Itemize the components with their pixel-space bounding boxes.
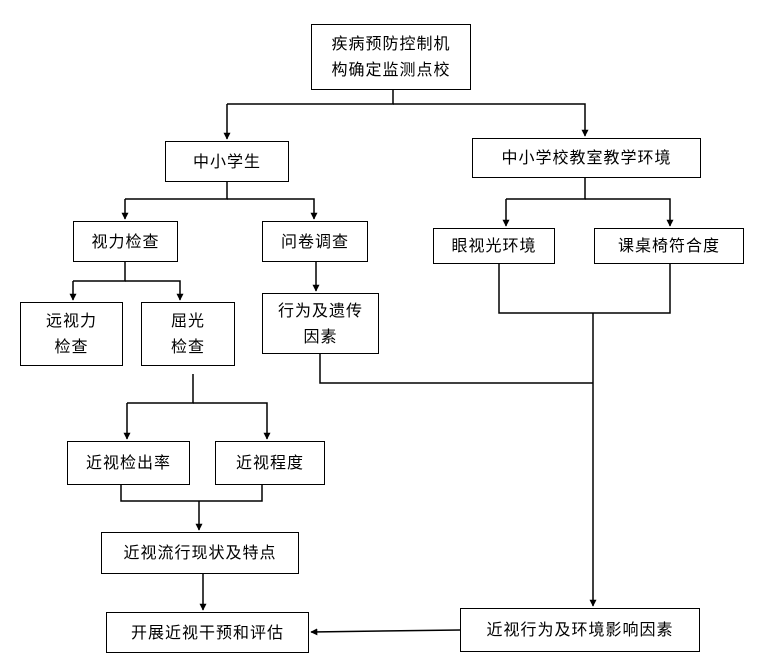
arrow-to-environment [393, 103, 589, 137]
node-refraction: 屈光 检查 [141, 302, 235, 366]
node-myopia-rate: 近视检出率 [67, 441, 190, 485]
node-students: 中小学生 [165, 141, 289, 182]
connector-students-split [125, 182, 228, 200]
arrow-to-myopia-degree [193, 402, 271, 440]
connector-refraction-split [127, 374, 194, 404]
node-environment: 中小学校教室教学环境 [472, 138, 701, 178]
node-myopia-degree: 近视程度 [215, 441, 325, 485]
connector-behavior-merge [319, 354, 593, 384]
node-desk-chair: 课桌椅符合度 [594, 228, 744, 264]
node-intervention: 开展近视干预和评估 [106, 612, 309, 653]
node-vision-check: 视力检查 [73, 221, 178, 262]
node-behavior-genetic: 行为及遗传 因素 [262, 293, 379, 354]
node-prevalence: 近视流行现状及特点 [101, 532, 299, 574]
node-cdc: 疾病预防控制机 构确定监测点校 [311, 24, 471, 90]
node-far-vision: 远视力 检查 [20, 302, 123, 366]
connector-vision-check-split [73, 262, 126, 282]
node-factors: 近视行为及环境影响因素 [460, 608, 700, 652]
connector-rate-degree-merge [120, 485, 263, 502]
arrow-factors-to-intervention [310, 628, 461, 636]
node-questionnaire: 问卷调查 [262, 221, 368, 262]
connector-environment-split [506, 178, 586, 200]
node-eye-light: 眼视光环境 [433, 228, 555, 264]
arrow-to-desk-chair [585, 198, 674, 227]
arrow-to-refraction [125, 280, 184, 301]
arrow-to-questionnaire [227, 198, 318, 220]
connector-environment-merge [498, 264, 671, 314]
connector-cdc-split [227, 90, 394, 105]
